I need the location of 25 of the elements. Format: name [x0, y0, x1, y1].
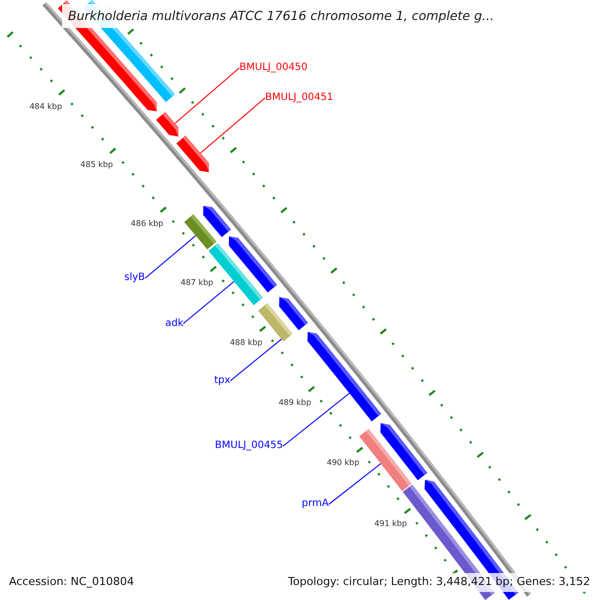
leader-line [182, 281, 235, 324]
gene-label: BMULJ_00450 [239, 62, 308, 74]
gene-label: BMULJ_00451 [265, 92, 334, 104]
gene-label: prmA [302, 498, 329, 510]
gene-bar [184, 214, 216, 250]
scale-label: 486 kbp [130, 218, 164, 228]
scale-label: 484 kbp [29, 102, 62, 111]
leader-line [200, 97, 266, 154]
scale-label: 491 kbp [374, 519, 407, 528]
pointed-gene-bar [380, 423, 428, 480]
gene-label: adk [165, 318, 184, 330]
leader-line [174, 67, 240, 124]
gene-label: BMULJ_00455 [214, 440, 284, 452]
leader-line [282, 392, 350, 447]
pointed-gene-bar [176, 136, 209, 172]
scale-label: 488 kbp [230, 338, 262, 347]
scale-label: 487 kbp [180, 278, 214, 288]
pointed-gene-bar [279, 297, 308, 330]
scale-label: 490 kbp [326, 458, 360, 468]
scale-label: 489 kbp [278, 398, 312, 407]
pointed-gene-bar [156, 112, 178, 136]
leader-line [230, 338, 282, 382]
scale-label: 485 kbp [80, 160, 114, 170]
gene-label: tpx [214, 374, 230, 386]
gene-label: slyB [124, 272, 146, 284]
